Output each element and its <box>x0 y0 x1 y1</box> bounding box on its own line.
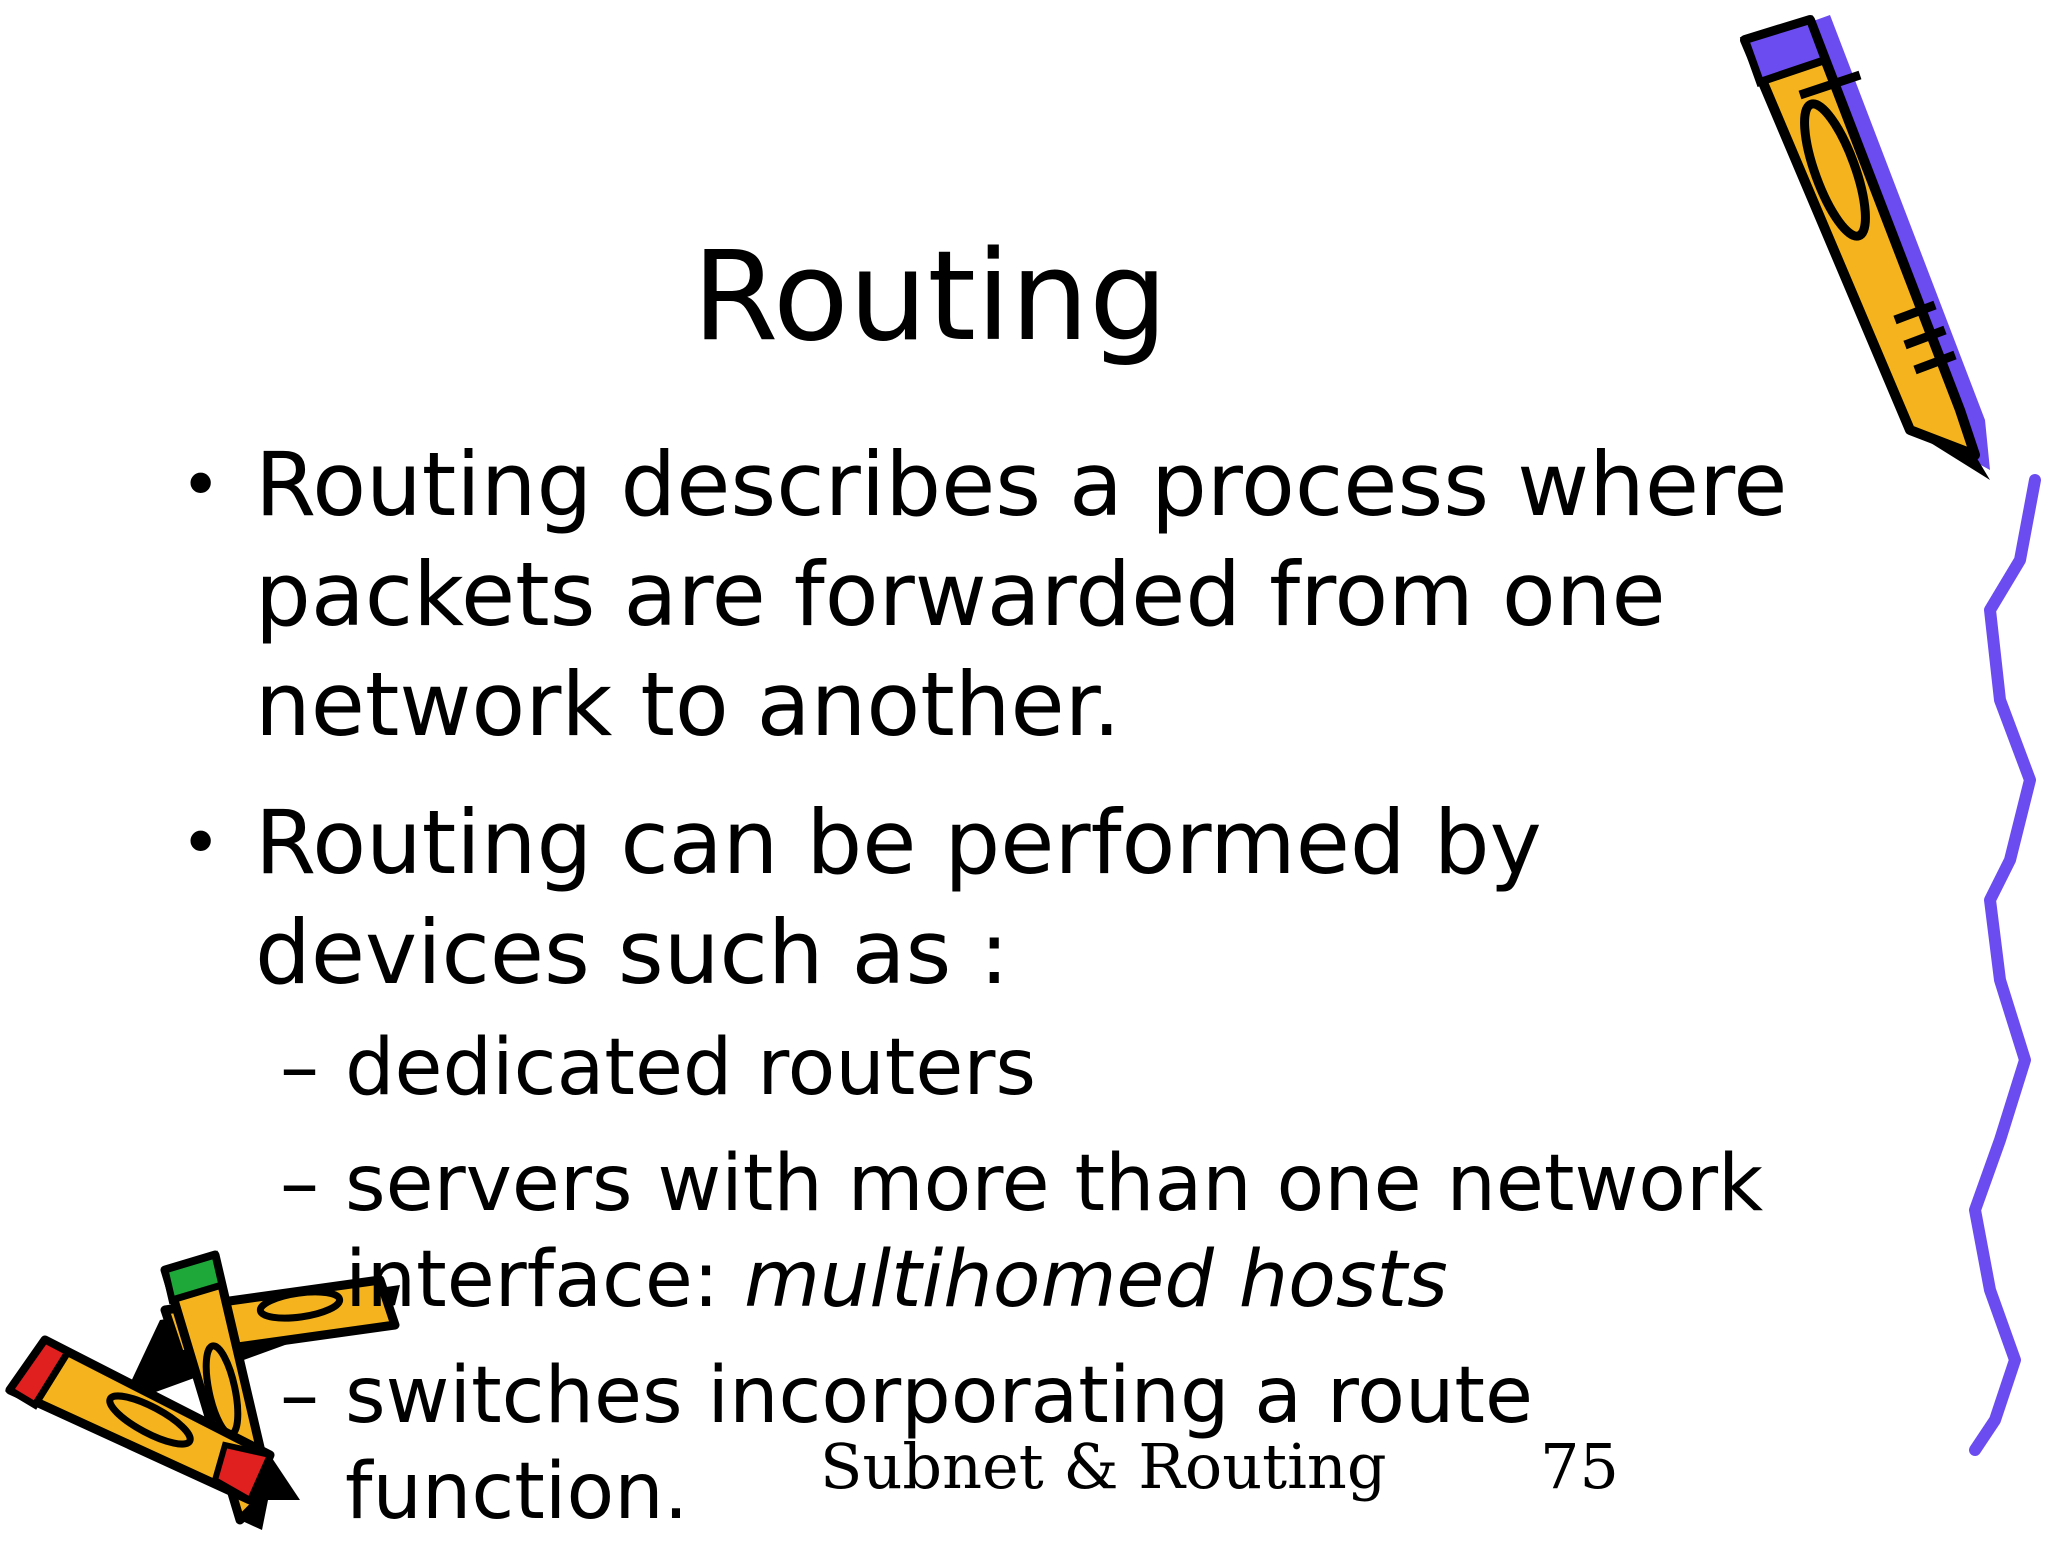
sub-bullet-item: – servers with more than one network int… <box>280 1136 1900 1328</box>
bullet-text: Routing can be performed by devices such… <box>255 791 1542 1004</box>
sub-bullet-marker: – <box>280 1351 319 1441</box>
sub-bullet-item: – switches incorporating a route functio… <box>280 1348 1900 1540</box>
sub-bullet-text: switches incorporating a route function. <box>345 1351 1533 1537</box>
sub-bullet-marker: – <box>280 1139 319 1229</box>
sub-bullet-emphasis: multihomed hosts <box>743 1235 1448 1325</box>
sub-bullet-text: dedicated routers <box>345 1023 1037 1113</box>
bullet-item: • Routing can be performed by devices su… <box>180 788 1860 1008</box>
bullet-marker: • <box>180 802 222 884</box>
bullet-marker: • <box>180 444 222 526</box>
pencil-icon <box>1739 15 1990 480</box>
sub-bullet-item: – dedicated routers <box>280 1020 1900 1116</box>
page-number: 75 <box>1540 1430 1619 1503</box>
footer-title: Subnet & Routing <box>820 1430 1387 1503</box>
pencil-icon <box>4 1335 300 1505</box>
sub-bullet-marker: – <box>280 1023 319 1113</box>
bullet-item: • Routing describes a process where pack… <box>180 430 1860 760</box>
bullet-list: • Routing describes a process where pack… <box>180 430 1860 1036</box>
sub-bullet-list: – dedicated routers – servers with more … <box>280 1020 1900 1560</box>
bullet-text: Routing describes a process where packet… <box>255 433 1788 756</box>
sub-bullet-text: servers with more than one network inter… <box>345 1139 1764 1325</box>
slide-title: Routing <box>692 225 1168 369</box>
